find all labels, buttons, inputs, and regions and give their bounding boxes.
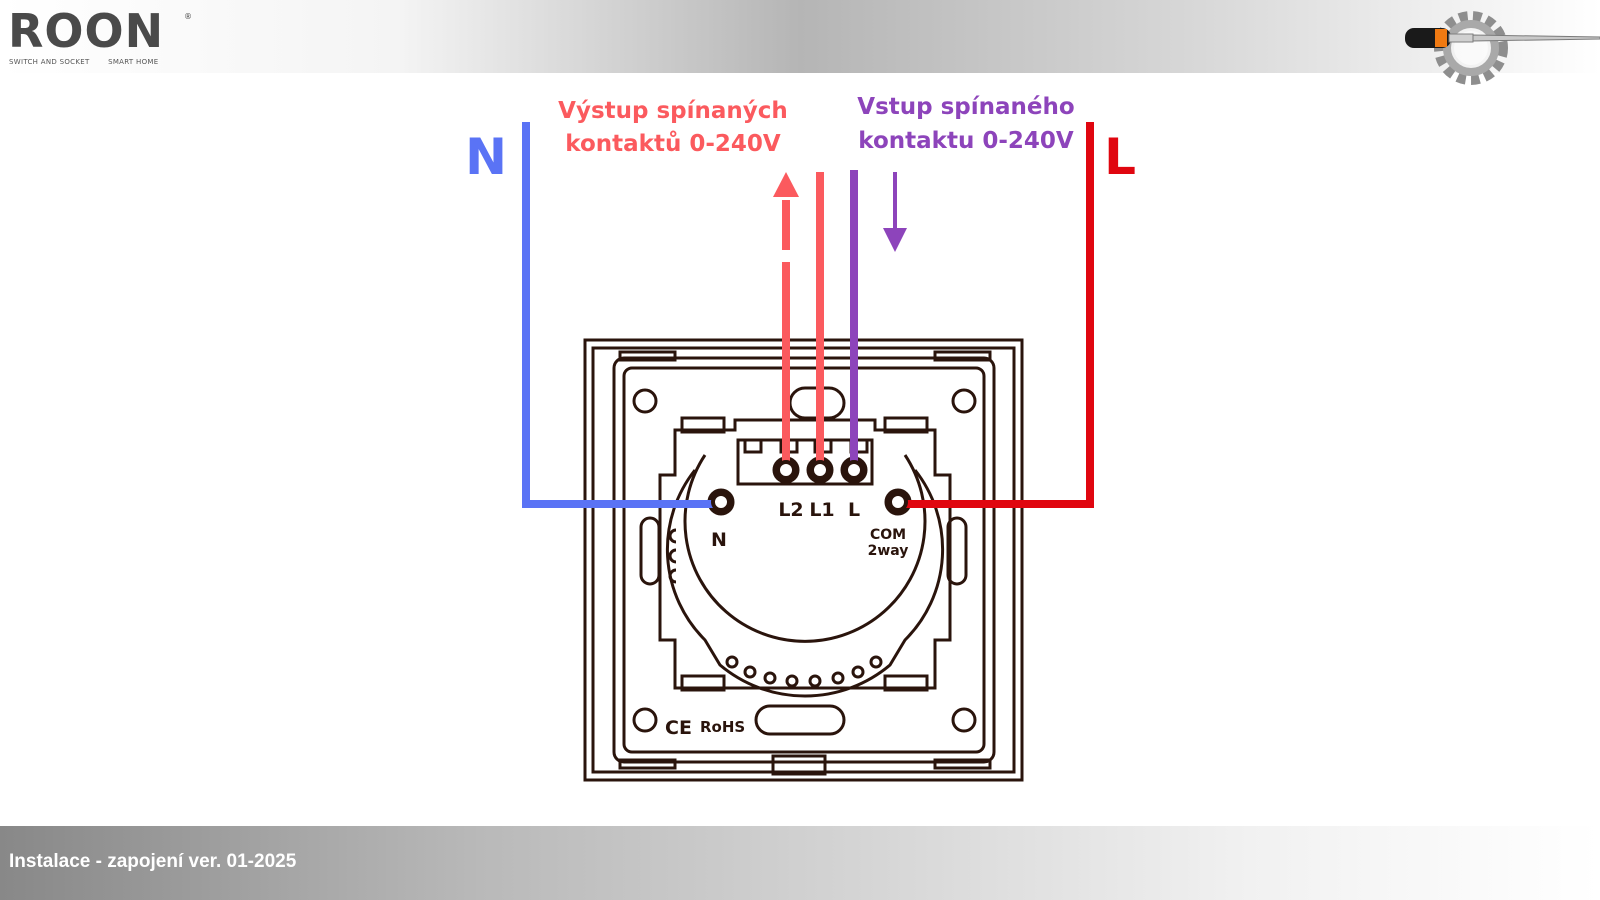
rohs-mark: RoHS — [700, 718, 745, 736]
screwdriver-gear-icon — [1405, 11, 1600, 85]
header-bar: ROON ® SWITCH AND SOCKET SMART HOME — [0, 0, 1600, 85]
logo-tagline: SWITCH AND SOCKET SMART HOME — [9, 58, 174, 66]
terminal-label-2way: 2way — [868, 543, 909, 559]
output-arrow-up — [773, 172, 799, 197]
input-arrow-down — [883, 228, 907, 252]
output-label-line2: kontaktů 0-240V — [565, 130, 781, 157]
logo-tagline-smarthome: SMART HOME — [108, 58, 159, 66]
footer-version-text: Instalace - zapojení ver. 01-2025 — [9, 851, 297, 872]
roon-logo: ROON ® SWITCH AND SOCKET SMART HOME — [8, 6, 198, 68]
input-label-line1: Vstup spínaného — [857, 94, 1074, 120]
ce-mark: CE — [665, 717, 692, 739]
logo-word: ROON — [8, 4, 165, 58]
terminal-label-com: COM — [870, 527, 906, 543]
terminal-screw-heads — [711, 460, 908, 512]
neutral-wire — [522, 122, 721, 508]
terminal-label-n: N — [711, 529, 727, 551]
switch-outline — [583, 338, 1024, 782]
live-wire — [898, 122, 1094, 508]
logo-tagline-switch: SWITCH AND SOCKET — [9, 58, 90, 66]
terminal-label-l2: L2 — [778, 499, 803, 521]
footer-bar: Instalace - zapojení ver. 01-2025 — [0, 826, 1600, 900]
output-label-line1: Výstup spínaných — [558, 98, 788, 124]
neutral-label: N — [465, 128, 507, 186]
terminal-label-l: L — [848, 499, 860, 521]
input-label-line2: kontaktu 0-240V — [858, 128, 1074, 154]
live-label: L — [1104, 128, 1136, 186]
logo-registered-mark: ® — [184, 12, 192, 21]
terminal-label-l1: L1 — [809, 499, 834, 521]
